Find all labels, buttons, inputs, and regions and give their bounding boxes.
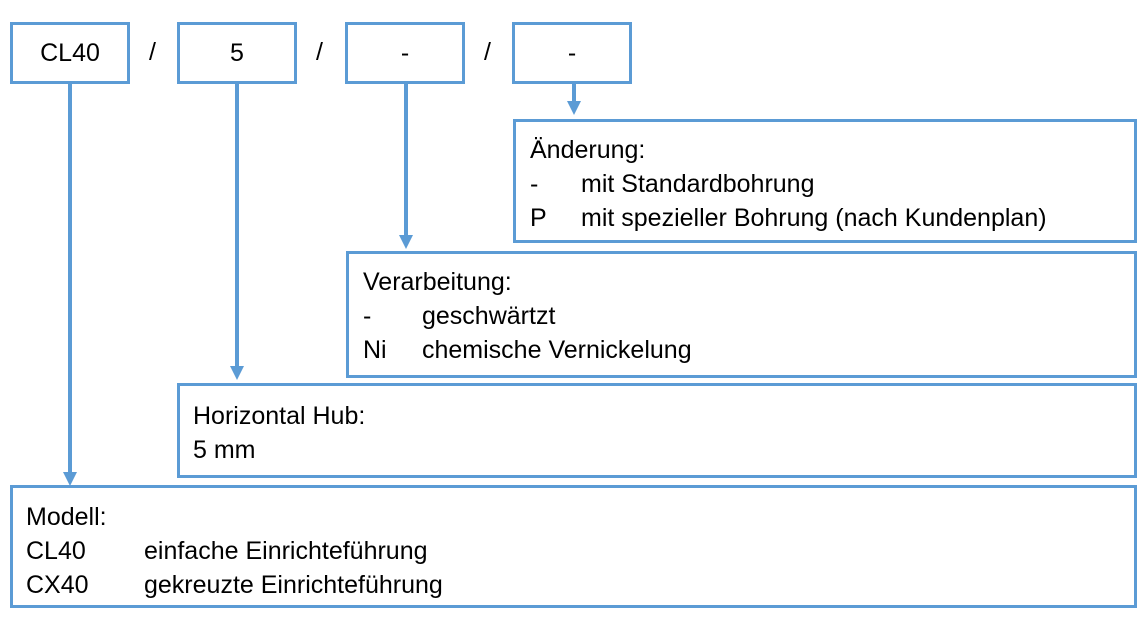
separator-2: / [316,38,323,66]
option-code: P [530,204,547,232]
code-field-modell: CL40 [10,22,130,84]
option-text: einfache Einrichteführung [144,537,428,565]
modell-option: CL40 einfache Einrichteführung [26,534,1134,568]
arrowhead-modell [63,472,77,486]
aenderung-option: P mit spezieller Bohrung (nach Kundenpla… [530,201,1134,235]
hub-box: Horizontal Hub: 5 mm [177,383,1137,478]
option-code: Ni [363,336,387,364]
code-field-hub: 5 [177,22,297,84]
arrowhead-hub [230,366,244,380]
modell-option: CX40 gekreuzte Einrichteführung [26,568,1134,602]
code-field-aenderung: - [512,22,632,84]
arrowhead-verarbeitung [399,235,413,249]
modell-box: Modell: CL40 einfache Einrichteführung C… [10,485,1137,608]
aenderung-option: - mit Standardbohrung [530,167,1134,201]
separator-1: / [149,38,156,66]
option-text: mit Standardbohrung [581,170,815,198]
separator-3: / [484,38,491,66]
option-code: - [530,170,539,198]
aenderung-title: Änderung: [530,136,646,164]
verarbeitung-box: Verarbeitung: - geschwärtzt Ni chemische… [346,251,1137,378]
option-text: chemische Vernickelung [422,336,692,364]
option-text: geschwärtzt [422,302,556,330]
aenderung-box: Änderung: - mit Standardbohrung P mit sp… [513,119,1137,243]
modell-title: Modell: [26,503,107,531]
hub-value: 5 mm [193,436,256,464]
option-code: - [363,302,372,330]
option-text: mit spezieller Bohrung (nach Kundenplan) [581,204,1047,232]
verarbeitung-title: Verarbeitung: [363,268,512,296]
option-text: gekreuzte Einrichteführung [144,571,443,599]
hub-title: Horizontal Hub: [193,402,366,430]
verarbeitung-option: - geschwärtzt [363,299,1134,333]
arrowhead-aenderung [567,101,581,115]
code-field-verarbeitung-text: - [400,38,410,67]
verarbeitung-option: Ni chemische Vernickelung [363,333,1134,367]
code-field-aenderung-text: - [567,38,577,67]
code-field-hub-text: 5 [230,38,244,67]
option-code: CX40 [26,571,89,599]
code-field-verarbeitung: - [345,22,465,84]
code-field-modell-text: CL40 [40,38,100,67]
option-code: CL40 [26,537,86,565]
